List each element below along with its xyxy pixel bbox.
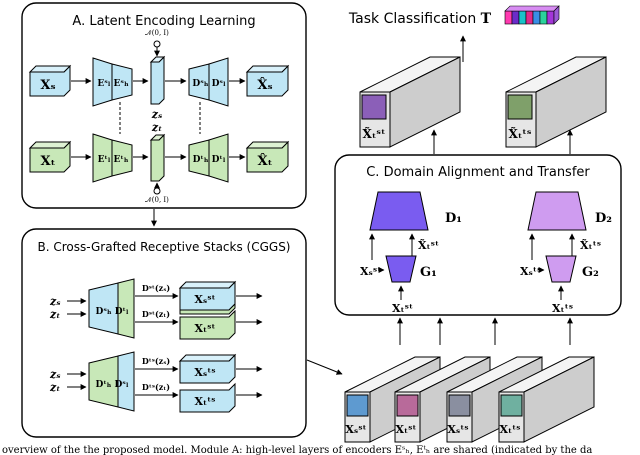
b-zt-top: zₜ: [49, 308, 60, 321]
b-out1-label: Dˢᵗ(zₛ): [142, 283, 171, 293]
b-box4-label: Xₜᵗˢ: [194, 395, 215, 408]
dec-s-label: Dˢₕ Dˢₗ: [192, 79, 226, 89]
bottom-stack-1-label: Xₛˢᵗ: [345, 423, 366, 436]
b-box1: Xₛˢᵗ: [178, 280, 237, 315]
task-vector-icon: [504, 5, 560, 25]
c-xt-ts: Xₜᵗˢ: [552, 302, 573, 315]
arrow-b-to-stacks: [306, 359, 343, 375]
g2-label: G₂: [582, 265, 599, 280]
decoder-ts: Dᵗₕ Dˢₗ: [88, 351, 135, 412]
b-box3-label: Xₛᵗˢ: [194, 366, 215, 379]
enc-s-label: Eˢₗ Eˢₕ: [97, 79, 129, 89]
decoder-s: Dˢₕ Dˢₗ: [188, 57, 229, 107]
dec-ts-label: Dᵗₕ Dˢₗ: [96, 380, 129, 390]
top-stack-1: X̃ₜˢᵗ: [359, 56, 461, 148]
encoder-s: Eˢₗ Eˢₕ: [92, 57, 133, 107]
zt-label: zₜ: [151, 121, 162, 134]
panel-a: A. Latent Encoding Learning Xₛ Eˢₗ Eˢₕ z…: [21, 2, 307, 209]
xs-hat-label: X̂ₛ: [257, 77, 272, 93]
enc-t-label: Eᵗₗ Eᵗₕ: [98, 155, 129, 165]
noise-top-node: [153, 40, 161, 48]
noise-bottom-node: [153, 187, 161, 195]
g1-label: G₁: [420, 265, 437, 280]
bottom-stack-3-label: Xₛᵗˢ: [447, 423, 468, 436]
caption: overview of the the proposed model. Modu…: [2, 445, 592, 455]
d2-label: D₂: [595, 211, 612, 226]
panel-a-title: A. Latent Encoding Learning: [72, 14, 255, 29]
dec-st-label: Dˢₕ Dᵗₗ: [96, 307, 129, 317]
panel-b-title: B. Cross-Grafted Receptive Stacks (CGGS): [37, 240, 290, 254]
b-box2: Xₜˢᵗ: [179, 309, 236, 340]
task-title-text: Task Classification: [348, 11, 476, 27]
c-xs-st: Xₛˢᵗ: [360, 265, 381, 278]
top-stack-2-label: X̃ₜᵗˢ: [509, 126, 532, 141]
dec-t-label: Dᵗₕ Dᵗₗ: [193, 155, 226, 165]
bottom-stack-4-label: Xₜᵗˢ: [499, 423, 520, 436]
g1-generator: [385, 255, 417, 283]
encoder-t: Eᵗₗ Eᵗₕ: [92, 133, 133, 183]
d1-discriminator: [369, 191, 429, 231]
top-stack-2: X̃ₜᵗˢ: [505, 56, 607, 148]
top-stack-1-label: X̃ₜˢᵗ: [363, 126, 386, 141]
b-box1-label: Xₛˢᵗ: [194, 293, 215, 306]
task-title: Task Classification T: [348, 11, 492, 27]
d2-discriminator: [527, 191, 587, 231]
panel-c-title: C. Domain Alignment and Transfer: [366, 165, 590, 180]
noise-top-label: 𝒩(0, I): [145, 29, 169, 37]
c-xt-ts-tilde: X̃ₜᵗˢ: [580, 239, 601, 252]
b-out3-label: Dᵗˢ(zₛ): [142, 356, 171, 366]
xt-input-box: Xₜ: [28, 140, 72, 173]
xt-hat-label: X̂ₜ: [258, 153, 273, 169]
b-out4-label: Dᵗˢ(zₜ): [142, 382, 170, 392]
task-symbol: T: [481, 11, 492, 27]
bottom-stack-2-label: Xₜˢᵗ: [395, 423, 416, 436]
xs-input-box: Xₛ: [28, 64, 72, 97]
panel-b-frame: [21, 228, 307, 438]
b-zt-bottom: zₜ: [49, 381, 60, 394]
d1-label: D₁: [445, 211, 462, 226]
xt-label: Xₜ: [41, 154, 56, 169]
panel-c: C. Domain Alignment and Transfer D₁ G₁ X…: [334, 154, 622, 316]
c-xt-st: Xₜˢᵗ: [392, 302, 413, 315]
c-xs-ts: Xₛᵗˢ: [520, 265, 541, 278]
noise-bottom-label: 𝒩(0, I): [145, 196, 169, 204]
c-xt-st-tilde: X̃ₜˢᵗ: [418, 239, 439, 252]
b-out2-label: Dˢᵗ(zₜ): [142, 309, 170, 319]
zt-latent: zₜ: [149, 121, 166, 182]
b-box2-label: Xₜˢᵗ: [194, 322, 215, 335]
xt-hat-box: X̂ₜ: [245, 140, 290, 173]
panel-b: B. Cross-Grafted Receptive Stacks (CGGS)…: [21, 228, 307, 438]
g2-generator: [545, 255, 577, 283]
decoder-st: Dˢₕ Dᵗₗ: [88, 278, 135, 339]
b-zs-top: zₛ: [49, 295, 61, 308]
xs-hat-box: X̂ₛ: [245, 64, 290, 97]
zs-label: zₛ: [151, 108, 163, 121]
b-box3: Xₛᵗˢ: [178, 353, 237, 384]
zs-latent: zₛ: [149, 55, 166, 121]
b-box4: Xₜᵗˢ: [179, 382, 236, 413]
xs-label: Xₛ: [40, 78, 55, 93]
decoder-t: Dᵗₕ Dᵗₗ: [188, 133, 229, 183]
b-zs-bottom: zₛ: [49, 368, 61, 381]
bottom-stack-4: Xₜᵗˢ: [498, 356, 595, 443]
